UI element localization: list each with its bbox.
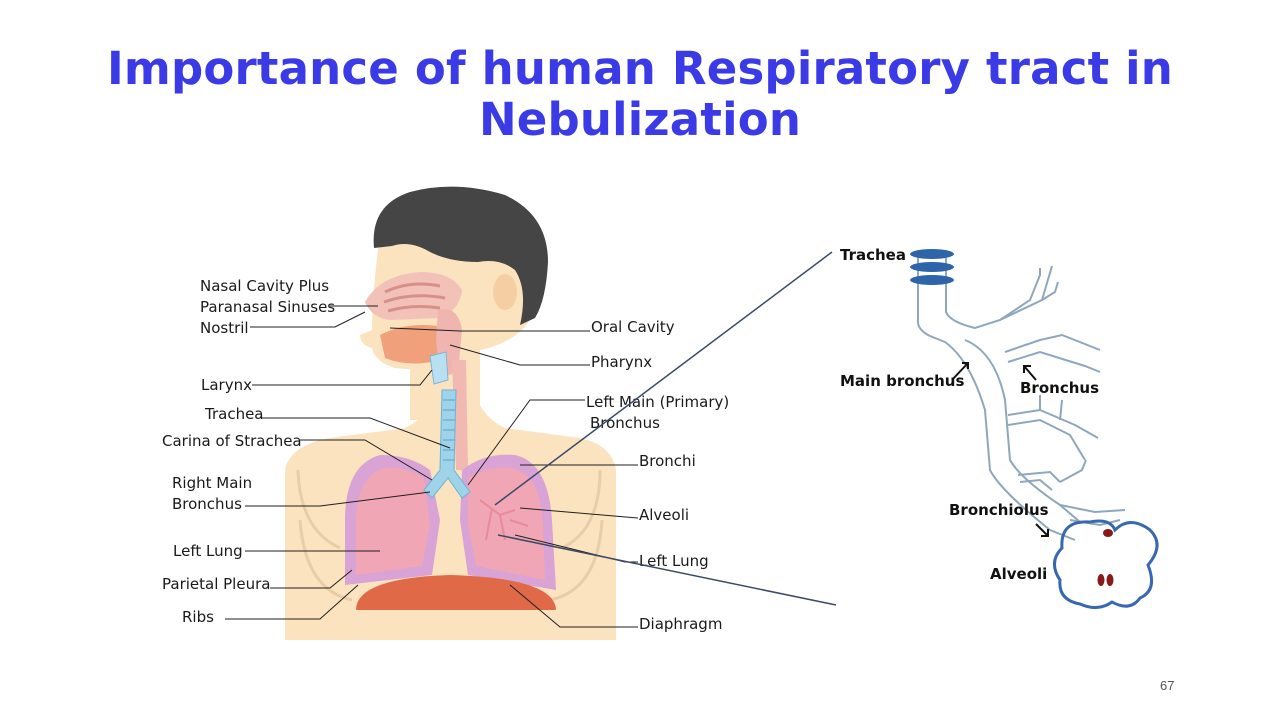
- label-carina: Carina of Strachea: [162, 432, 302, 450]
- page-number: 67: [1160, 678, 1175, 693]
- label-nasal-cavity-line1: Nasal Cavity Plus: [200, 277, 329, 295]
- slide-title-line-2: Nebulization: [478, 93, 802, 146]
- larynx-shape: [429, 351, 449, 385]
- label-left-main-bronchus-line1: Left Main (Primary): [586, 393, 729, 411]
- ear: [493, 274, 517, 310]
- label-right-main-bronchus-line2: Bronchus: [172, 495, 242, 513]
- ribs-shape: [296, 469, 604, 602]
- trachea-rings: [443, 399, 455, 461]
- hair: [373, 186, 548, 325]
- airway-label-trachea: Trachea: [840, 246, 906, 264]
- label-nostril: Nostril: [200, 319, 249, 337]
- label-alveoli: Alveoli: [639, 506, 689, 524]
- left-lung: [468, 467, 545, 580]
- esophagus: [452, 360, 468, 470]
- label-oral-cavity: Oral Cavity: [591, 318, 675, 336]
- capillary-icons: [1097, 529, 1114, 586]
- bronchial-tree: [479, 499, 529, 541]
- right-leader-lines: [389, 327, 639, 628]
- label-larynx: Larynx: [201, 376, 252, 394]
- turbinates: [383, 282, 446, 313]
- trachea-ring-icons: [910, 249, 954, 285]
- label-left-lung-right-side: Left Lung: [173, 542, 243, 560]
- label-parietal-pleura: Parietal Pleura: [162, 575, 270, 593]
- arrow-icons: [951, 362, 1049, 537]
- label-left-main-bronchus-line2: Bronchus: [590, 414, 660, 432]
- human-figure: [285, 186, 616, 640]
- label-right-main-bronchus-line1: Right Main: [172, 474, 252, 492]
- label-bronchi: Bronchi: [639, 452, 696, 470]
- alveoli-cluster: [1053, 519, 1159, 609]
- oral-cavity: [380, 325, 445, 364]
- airway-label-bronchiolus: Bronchiolus: [949, 501, 1049, 519]
- label-trachea: Trachea: [204, 405, 264, 423]
- label-nasal-cavity-line2: Paranasal Sinuses: [200, 298, 335, 316]
- right-lung: [356, 467, 430, 575]
- diaphragm-shape: [356, 575, 556, 610]
- airway-label-bronchus: Bronchus: [1020, 379, 1099, 397]
- slide-title-line-1: Importance of human Respiratory tract in: [106, 42, 1174, 95]
- label-ribs: Ribs: [182, 608, 214, 626]
- left-leader-lines: [225, 305, 451, 620]
- zoom-connector-lines: [494, 251, 837, 606]
- airway-tree: [917, 250, 1126, 541]
- label-left-lung: Left Lung: [639, 552, 709, 570]
- airway-label-main-bronchus: Main bronchus: [840, 372, 964, 390]
- label-pharynx: Pharynx: [591, 353, 652, 371]
- label-diaphragm: Diaphragm: [639, 615, 722, 633]
- airway-label-alveoli: Alveoli: [990, 565, 1047, 583]
